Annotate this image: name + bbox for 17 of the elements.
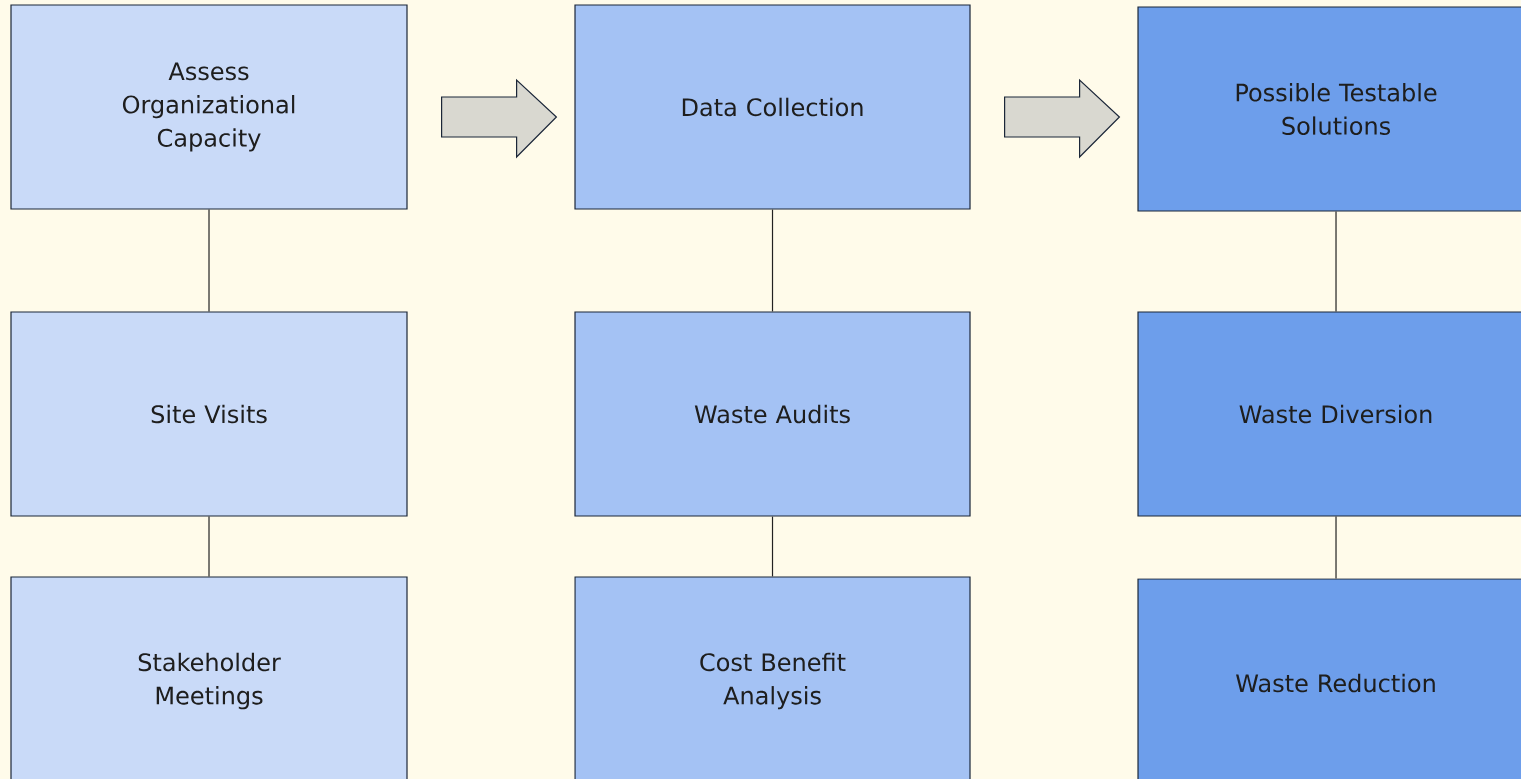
process-box: Site Visits	[10, 311, 408, 517]
connector-line	[1335, 516, 1337, 579]
process-box: Waste Reduction	[1137, 578, 1521, 779]
connector-line	[208, 209, 210, 312]
process-box: Assess Organizational Capacity	[10, 4, 408, 210]
process-box: Stakeholder Meetings	[10, 576, 408, 779]
block-arrow	[1004, 78, 1121, 159]
connector-line	[1335, 211, 1337, 312]
process-box: Data Collection	[574, 4, 971, 210]
block-arrow	[441, 78, 558, 159]
process-box: Waste Audits	[574, 311, 971, 517]
process-box: Cost Benefit Analysis	[574, 576, 971, 779]
connector-line	[771, 516, 774, 577]
connector-line	[771, 209, 774, 312]
process-box: Possible Testable Solutions	[1137, 6, 1521, 212]
process-box: Waste Diversion	[1137, 311, 1521, 517]
connector-line	[208, 516, 210, 577]
